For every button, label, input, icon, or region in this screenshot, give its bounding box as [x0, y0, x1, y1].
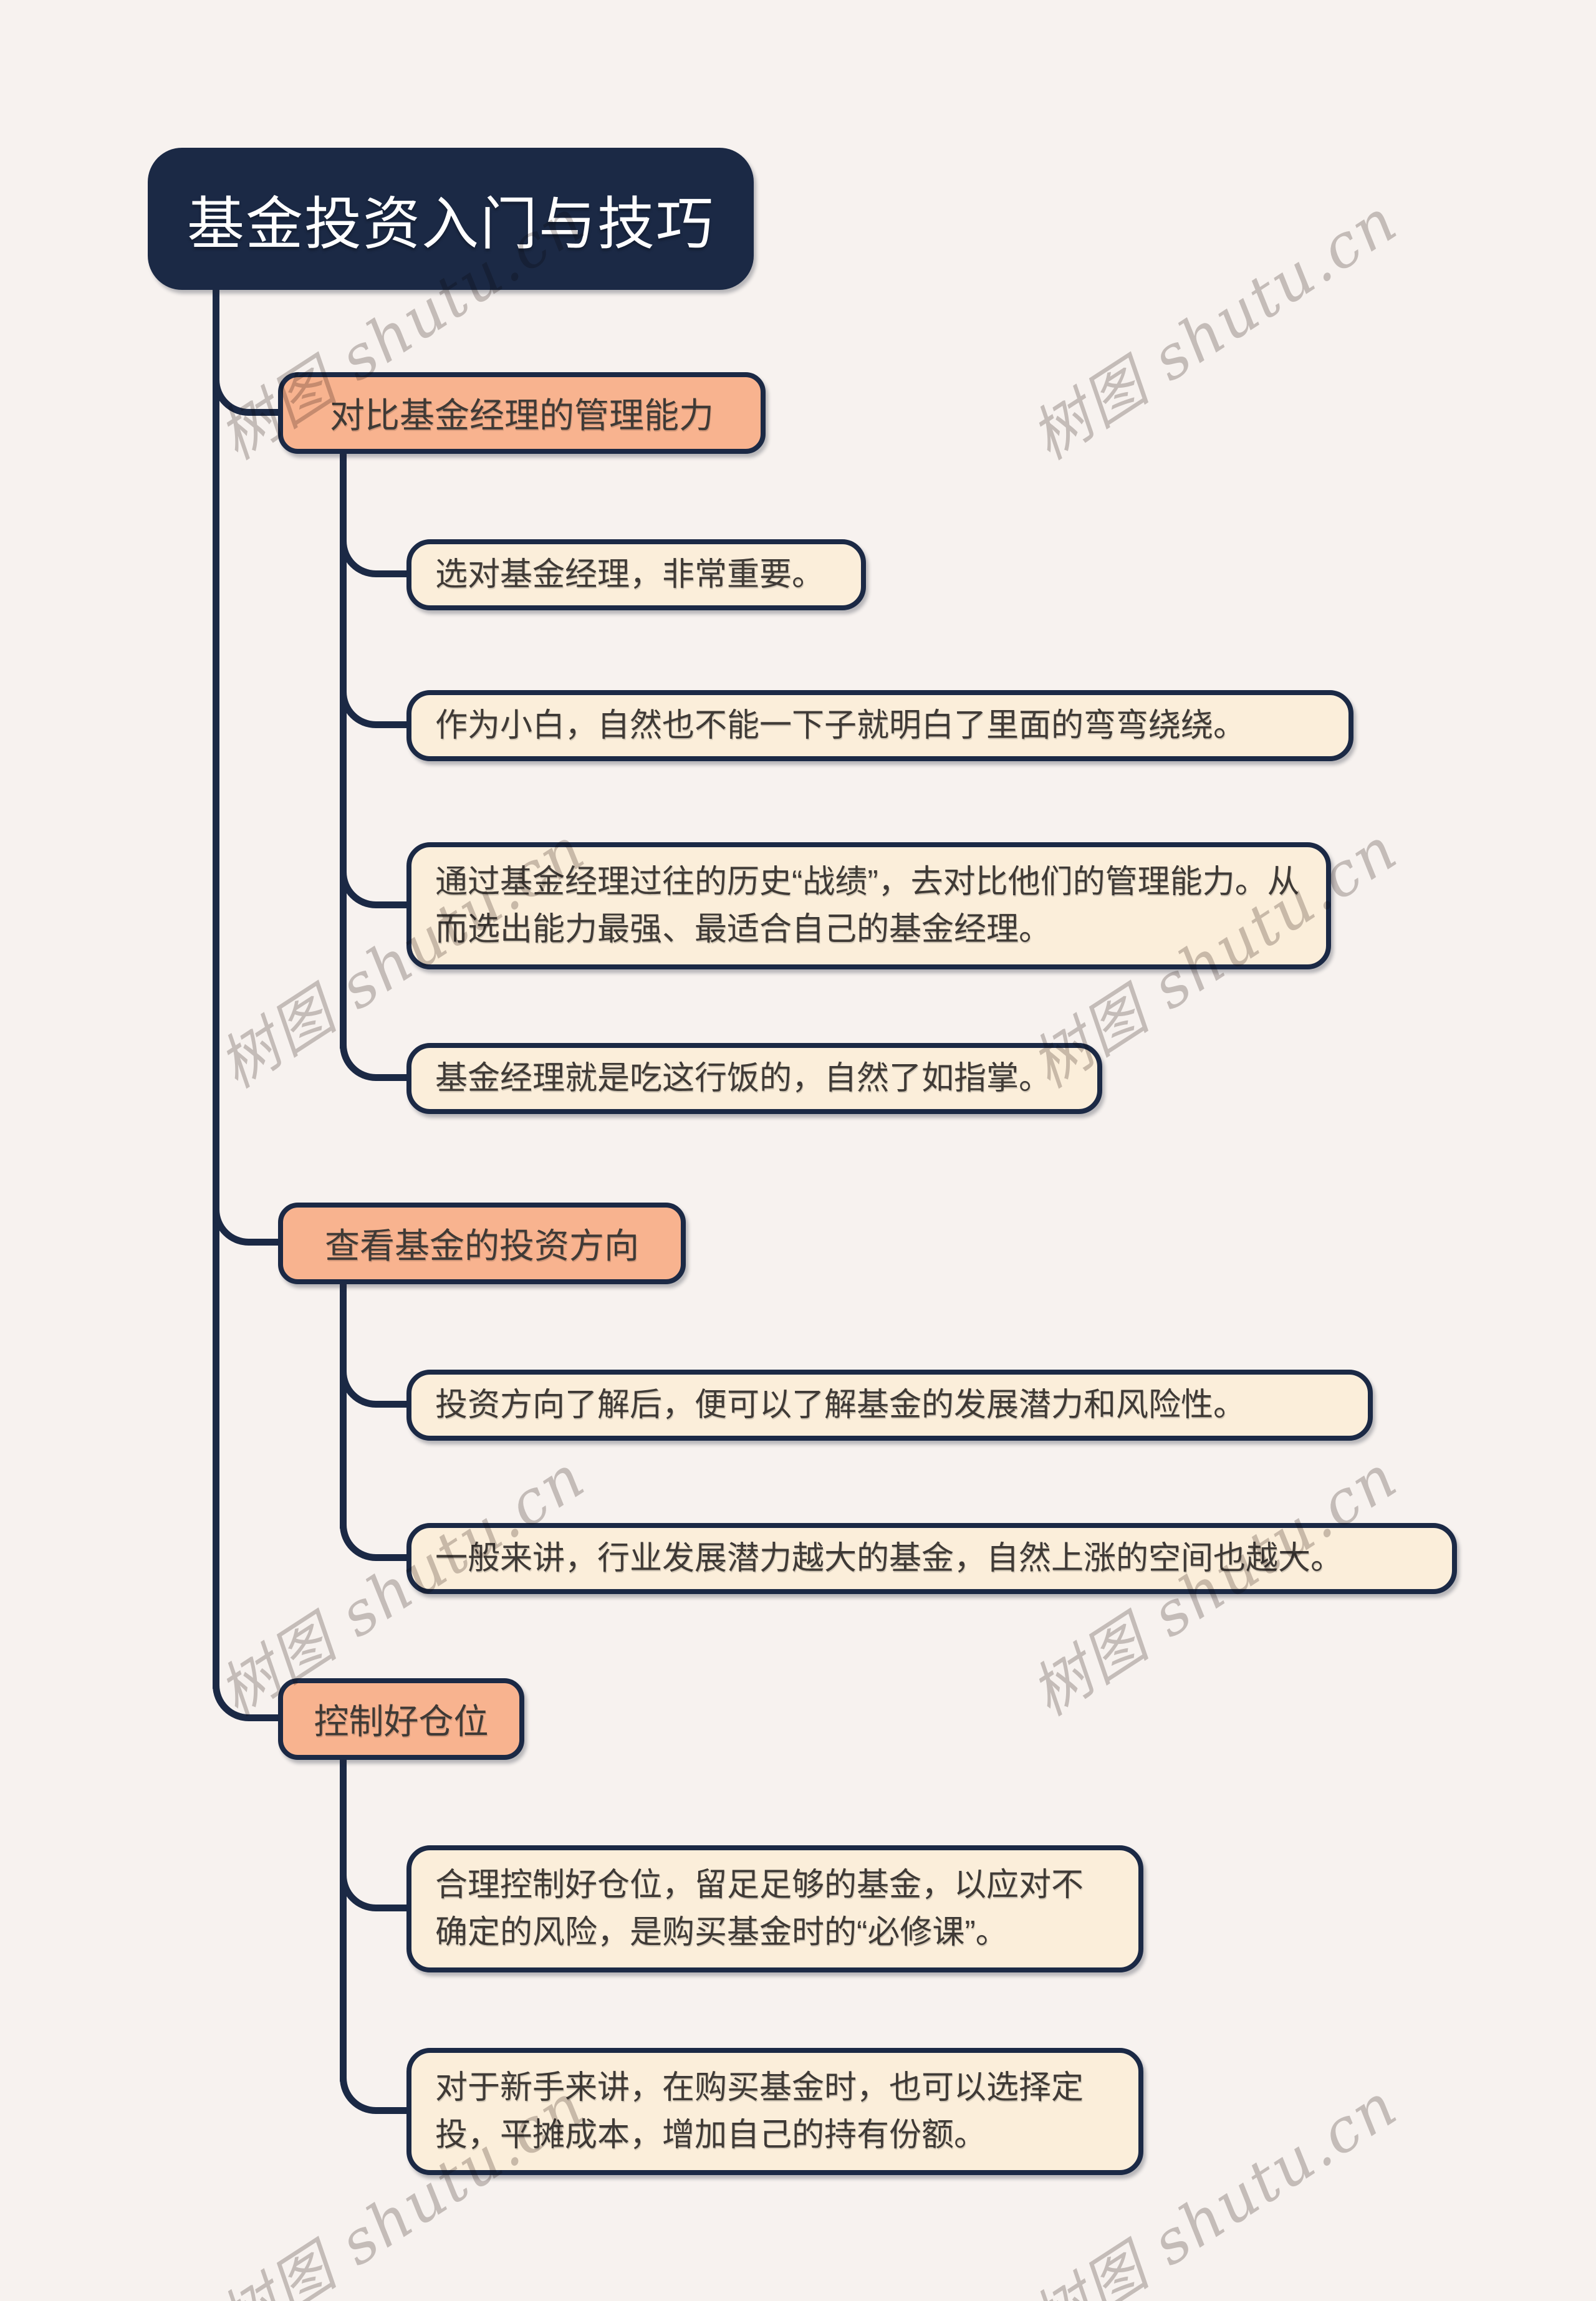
connector-main-trunk — [213, 284, 219, 1689]
leaf-node-label: 选对基金经理，非常重要。 — [435, 557, 825, 593]
leaf-node-2-2[interactable]: 一般来讲，行业发展潜力越大的基金，自然上涨的空间也越大。 — [406, 1523, 1457, 1594]
leaf-node-1-3[interactable]: 通过基金经理过往的历史“战绩”，去对比他们的管理能力。从而选出能力最强、最适合自… — [406, 842, 1331, 969]
watermark: 树图 shutu.cn — [1019, 185, 1410, 473]
branch-node-label: 控制好仓位 — [314, 1702, 489, 1741]
leaf-node-label: 通过基金经理过往的历史“战绩”，去对比他们的管理能力。从而选出能力最强、最适合自… — [435, 864, 1300, 948]
branch-node-1[interactable]: 对比基金经理的管理能力 — [278, 372, 766, 454]
leaf-node-1-2[interactable]: 作为小白，自然也不能一下子就明白了里面的弯弯绕绕。 — [406, 690, 1353, 761]
branch-node-3[interactable]: 控制好仓位 — [278, 1678, 524, 1760]
leaf-node-label: 一般来讲，行业发展潜力越大的基金，自然上涨的空间也越大。 — [435, 1540, 1344, 1577]
branch-node-label: 查看基金的投资方向 — [325, 1226, 639, 1266]
connector-elbow-1-4 — [340, 1036, 411, 1081]
leaf-node-1-1[interactable]: 选对基金经理，非常重要。 — [406, 539, 866, 610]
leaf-node-label: 投资方向了解后，便可以了解基金的发展潜力和风险性。 — [435, 1387, 1246, 1423]
connector-elbow-1-1 — [340, 532, 411, 577]
connector-subtrunk-3 — [340, 1755, 347, 2082]
root-node[interactable]: 基金投资入门与技巧 — [148, 148, 754, 290]
connector-subtrunk-1 — [340, 449, 347, 1049]
leaf-node-1-4[interactable]: 基金经理就是吃这行饭的，自然了如指掌。 — [406, 1043, 1102, 1114]
leaf-node-3-2[interactable]: 对于新手来讲，在购买基金时，也可以选择定投，平摊成本，增加自己的持有份额。 — [406, 2048, 1143, 2175]
connector-elbow-1-3 — [340, 863, 411, 908]
leaf-node-label: 合理控制好仓位，留足足够的基金，以应对不确定的风险，是购买基金时的“必修课”。 — [435, 1867, 1084, 1951]
root-node-label: 基金投资入门与技巧 — [186, 192, 714, 256]
connector-subtrunk-2 — [340, 1278, 347, 1529]
connector-elbow-branch-3 — [213, 1676, 283, 1721]
leaf-node-3-1[interactable]: 合理控制好仓位，留足足够的基金，以应对不确定的风险，是购买基金时的“必修课”。 — [406, 1845, 1143, 1972]
branch-node-2[interactable]: 查看基金的投资方向 — [278, 1203, 686, 1284]
branch-node-label: 对比基金经理的管理能力 — [330, 396, 714, 435]
leaf-node-label: 对于新手来讲，在购买基金时，也可以选择定投，平摊成本，增加自己的持有份额。 — [435, 2070, 1084, 2153]
connector-elbow-3-2 — [340, 2069, 411, 2114]
connector-elbow-branch-2 — [213, 1201, 283, 1246]
connector-elbow-1-2 — [340, 683, 411, 728]
connector-elbow-2-2 — [340, 1516, 411, 1561]
leaf-node-2-1[interactable]: 投资方向了解后，便可以了解基金的发展潜力和风险性。 — [406, 1370, 1373, 1441]
leaf-node-label: 基金经理就是吃这行饭的，自然了如指掌。 — [435, 1060, 1052, 1097]
connector-elbow-3-1 — [340, 1866, 411, 1911]
connector-elbow-2-1 — [340, 1363, 411, 1408]
leaf-node-label: 作为小白，自然也不能一下子就明白了里面的弯弯绕绕。 — [435, 708, 1246, 744]
connector-elbow-branch-1 — [213, 371, 283, 416]
